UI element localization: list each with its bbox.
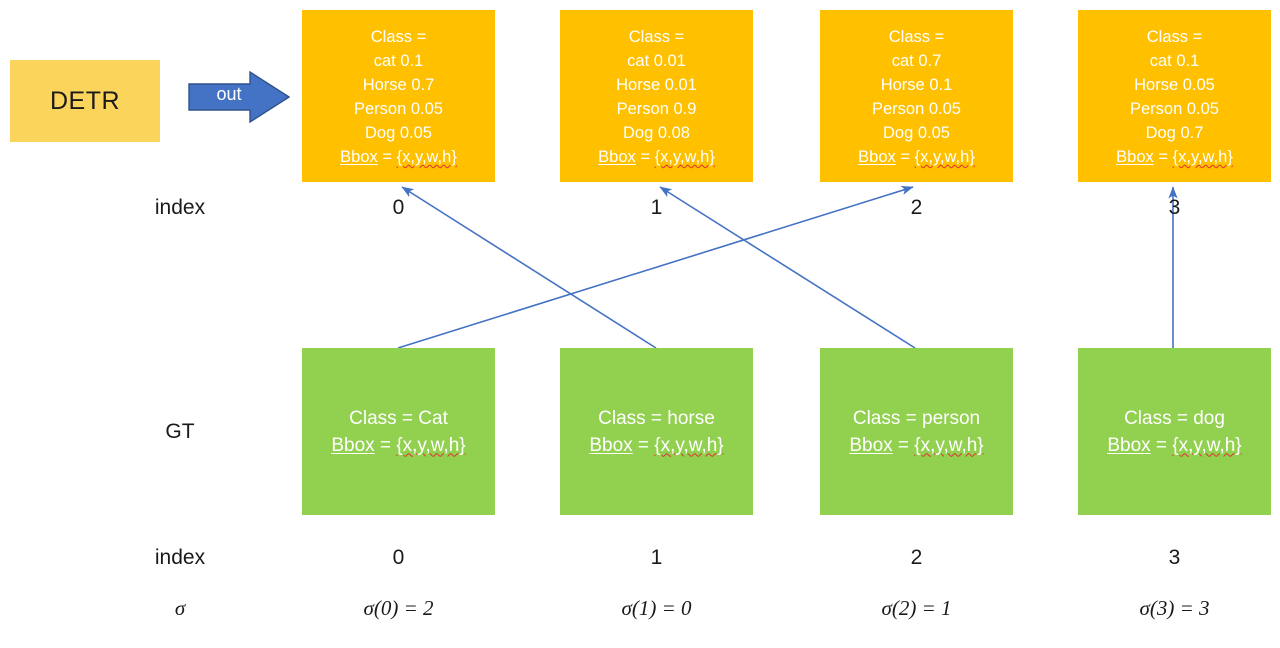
prediction-bbox: Bbox = {x,y,w,h}: [1116, 145, 1233, 169]
prediction-score-cat: cat 0.1: [1149, 52, 1200, 70]
prediction-bbox-eq: =: [377, 148, 397, 166]
groundtruth-box-2: Class = person Bbox = {x,y,w,h}: [820, 348, 1013, 515]
groundtruth-bbox: Bbox = {x,y,w,h}: [589, 432, 723, 459]
prediction-score-dog: Dog 0.05: [883, 124, 950, 142]
prediction-bbox: Bbox = {x,y,w,h}: [598, 145, 715, 169]
groundtruth-bbox-value: {x,y,w,h}: [654, 434, 724, 456]
prediction-index-1: 1: [650, 196, 663, 219]
groundtruth-bbox-value: {x,y,w,h}: [1172, 434, 1242, 456]
groundtruth-bbox-eq: =: [1150, 434, 1173, 456]
out-arrow-shape: [188, 71, 290, 123]
detr-label: DETR: [49, 86, 121, 115]
groundtruth-bbox-key: Bbox: [1107, 434, 1151, 456]
groundtruth-bbox-key: Bbox: [849, 434, 893, 456]
prediction-bbox-value: {x,y,w,h}: [1172, 148, 1233, 166]
prediction-score-person: Person 0.9: [616, 100, 697, 118]
sigma-value-2: σ(2) = 1: [881, 596, 952, 620]
row-label-gt: GT: [165, 420, 195, 443]
prediction-score-horse: Horse 0.01: [616, 76, 697, 94]
prediction-bbox-value: {x,y,w,h}: [654, 148, 715, 166]
prediction-score-dog: Dog 0.08: [623, 124, 690, 142]
prediction-bbox: Bbox = {x,y,w,h}: [340, 145, 457, 169]
prediction-score-horse: Horse 0.05: [1134, 76, 1215, 94]
sigma-value-0: σ(0) = 2: [363, 596, 434, 620]
sigma-value-3: σ(3) = 3: [1139, 596, 1210, 620]
prediction-bbox-key: Bbox: [340, 148, 378, 166]
prediction-box-1: Class = cat 0.01 Horse 0.01 Person 0.9 D…: [560, 10, 753, 182]
groundtruth-box-3: Class = dog Bbox = {x,y,w,h}: [1078, 348, 1271, 515]
prediction-score-horse: Horse 0.7: [362, 76, 435, 94]
groundtruth-bbox-value: {x,y,w,h}: [914, 434, 984, 456]
groundtruth-box-0: Class = Cat Bbox = {x,y,w,h}: [302, 348, 495, 515]
prediction-bbox-eq: =: [1153, 148, 1173, 166]
prediction-bbox-key: Bbox: [1116, 148, 1154, 166]
prediction-box-2: Class = cat 0.7 Horse 0.1 Person 0.05 Do…: [820, 10, 1013, 182]
prediction-score-cat: cat 0.7: [891, 52, 942, 70]
prediction-score-cat: cat 0.1: [373, 52, 424, 70]
prediction-box-3: Class = cat 0.1 Horse 0.05 Person 0.05 D…: [1078, 10, 1271, 182]
sigma-value-1: σ(1) = 0: [621, 596, 692, 620]
groundtruth-class: Class = horse: [598, 407, 715, 429]
prediction-score-dog: Dog 0.05: [365, 124, 432, 142]
prediction-bbox: Bbox = {x,y,w,h}: [858, 145, 975, 169]
prediction-index-3: 3: [1168, 196, 1181, 219]
groundtruth-bbox: Bbox = {x,y,w,h}: [849, 432, 983, 459]
prediction-index-2: 2: [910, 196, 923, 219]
prediction-score-horse: Horse 0.1: [880, 76, 953, 94]
groundtruth-index-3: 3: [1168, 546, 1181, 569]
prediction-bbox-key: Bbox: [858, 148, 896, 166]
prediction-bbox-value: {x,y,w,h}: [396, 148, 457, 166]
prediction-class-header: Class =: [888, 28, 945, 46]
groundtruth-class: Class = dog: [1124, 407, 1225, 429]
groundtruth-bbox-eq: =: [892, 434, 915, 456]
groundtruth-bbox-value: {x,y,w,h}: [396, 434, 466, 456]
prediction-class-header: Class =: [628, 28, 685, 46]
groundtruth-bbox: Bbox = {x,y,w,h}: [331, 432, 465, 459]
groundtruth-bbox: Bbox = {x,y,w,h}: [1107, 432, 1241, 459]
prediction-bbox-eq: =: [895, 148, 915, 166]
groundtruth-box-1: Class = horse Bbox = {x,y,w,h}: [560, 348, 753, 515]
prediction-index-0: 0: [392, 196, 405, 219]
prediction-class-header: Class =: [1146, 28, 1203, 46]
prediction-score-person: Person 0.05: [354, 100, 443, 118]
groundtruth-bbox-key: Bbox: [589, 434, 633, 456]
groundtruth-bbox-eq: =: [374, 434, 397, 456]
prediction-bbox-eq: =: [635, 148, 655, 166]
prediction-score-person: Person 0.05: [872, 100, 961, 118]
groundtruth-bbox-key: Bbox: [331, 434, 375, 456]
row-label-index-bottom: index: [154, 546, 206, 569]
prediction-bbox-value: {x,y,w,h}: [914, 148, 975, 166]
prediction-box-0: Class = cat 0.1 Horse 0.7 Person 0.05 Do…: [302, 10, 495, 182]
groundtruth-index-1: 1: [650, 546, 663, 569]
row-label-index-top: index: [154, 196, 206, 219]
groundtruth-class: Class = Cat: [349, 407, 448, 429]
out-arrow-label: out: [216, 84, 242, 104]
prediction-class-header: Class =: [370, 28, 427, 46]
groundtruth-bbox-eq: =: [632, 434, 655, 456]
prediction-score-person: Person 0.05: [1130, 100, 1219, 118]
row-label-sigma: σ: [174, 596, 186, 620]
groundtruth-index-0: 0: [392, 546, 405, 569]
prediction-bbox-key: Bbox: [598, 148, 636, 166]
detr-model-box: DETR: [10, 60, 160, 142]
prediction-score-cat: cat 0.01: [627, 52, 686, 70]
prediction-score-dog: Dog 0.7: [1145, 124, 1204, 142]
groundtruth-class: Class = person: [852, 407, 981, 429]
groundtruth-index-2: 2: [910, 546, 923, 569]
